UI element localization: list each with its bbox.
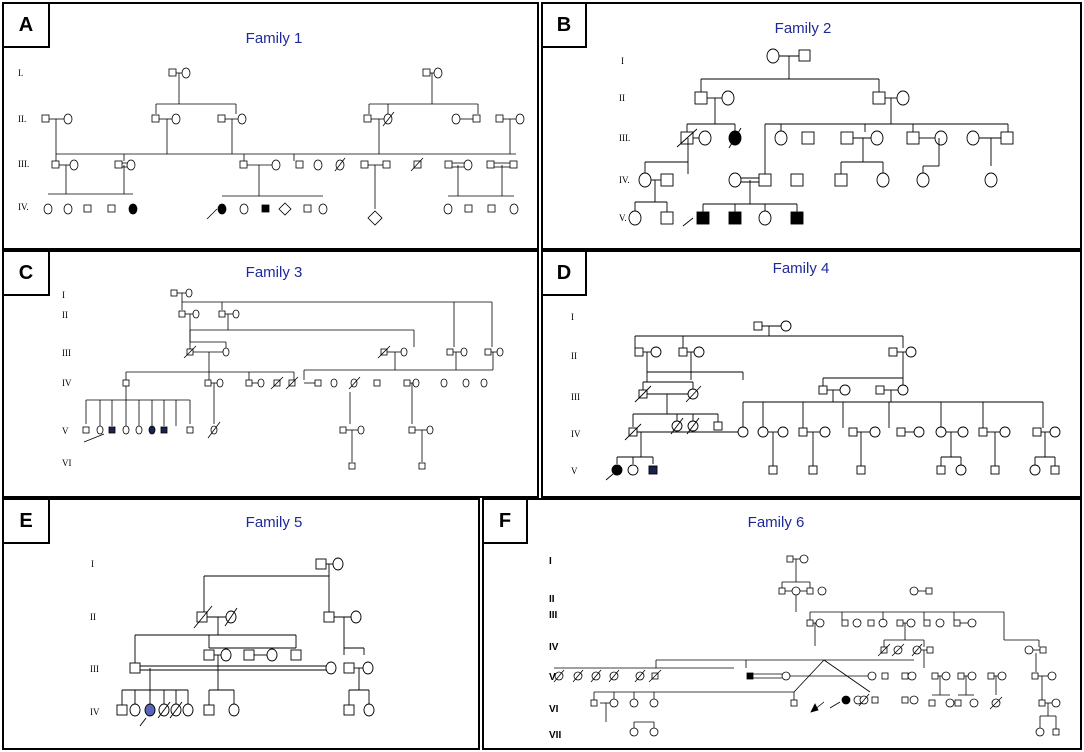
generation-label: III. — [18, 159, 29, 169]
generation-label: III — [571, 392, 580, 402]
generation-label: IV — [571, 429, 581, 439]
panel-letter: B — [543, 4, 587, 48]
panel-title: Family 2 — [774, 20, 832, 37]
generation-label: III — [549, 610, 558, 621]
panel-title: Family 5 — [245, 514, 303, 531]
pedigree-chart: I II III. IV. V. — [619, 48, 1014, 227]
generation-label: III. — [619, 133, 630, 143]
pedigree-chart: I. II. III. IV. — [18, 67, 525, 226]
generation-label: I — [571, 312, 574, 322]
panel-title: Family 1 — [245, 30, 303, 47]
generation-label: V — [571, 466, 578, 476]
generation-label: II — [62, 310, 68, 320]
generation-label: II — [619, 93, 625, 103]
panel-letter: D — [543, 252, 587, 296]
generation-label: II — [571, 351, 577, 361]
panel-letter: F — [484, 500, 528, 544]
generation-label: I — [91, 559, 94, 569]
generation-label: IV. — [18, 202, 29, 212]
generation-label: III — [90, 664, 99, 674]
generation-label: VI — [549, 704, 559, 715]
pedigree-chart: I II III IV V VI VII — [549, 554, 1061, 741]
generation-label: IV. — [619, 175, 630, 185]
panel-family-4: D Family 4 — [541, 250, 1082, 498]
generation-label: VI — [62, 458, 72, 468]
pedigree-chart: I II III IV V VI — [62, 288, 504, 470]
generation-label: I — [549, 556, 552, 567]
generation-label: VII — [549, 730, 561, 741]
panel-family-5: E Family 5 I II III IV — [2, 498, 480, 750]
generation-label: I. — [18, 68, 23, 78]
panel-title: Family 3 — [245, 264, 303, 281]
generation-label: IV — [549, 642, 559, 653]
generation-label: V. — [619, 213, 627, 223]
panel-title: Family 4 — [772, 260, 830, 277]
generation-label: IV — [62, 378, 72, 388]
generation-label: V — [549, 672, 556, 683]
pedigree-chart: I II III IV — [90, 557, 375, 727]
pedigree-chart: I II III IV V — [571, 312, 1061, 481]
panel-family-3: C Family 3 — [2, 250, 539, 498]
panel-family-6: F Family 6 — [482, 498, 1082, 750]
panel-title: Family 6 — [747, 514, 805, 531]
panel-family-1: A Family 1 — [2, 2, 539, 250]
generation-label: II — [90, 612, 96, 622]
generation-label: IV — [90, 707, 100, 717]
panel-letter: A — [4, 4, 50, 48]
generation-label: II — [549, 594, 555, 605]
panel-letter: C — [4, 252, 50, 296]
generation-label: III — [62, 348, 71, 358]
panel-family-2: B Family 2 — [541, 2, 1082, 250]
generation-label: V — [62, 426, 69, 436]
generation-label: I — [621, 56, 624, 66]
generation-label: II. — [18, 114, 26, 124]
panel-letter: E — [4, 500, 50, 544]
generation-label: I — [62, 290, 65, 300]
